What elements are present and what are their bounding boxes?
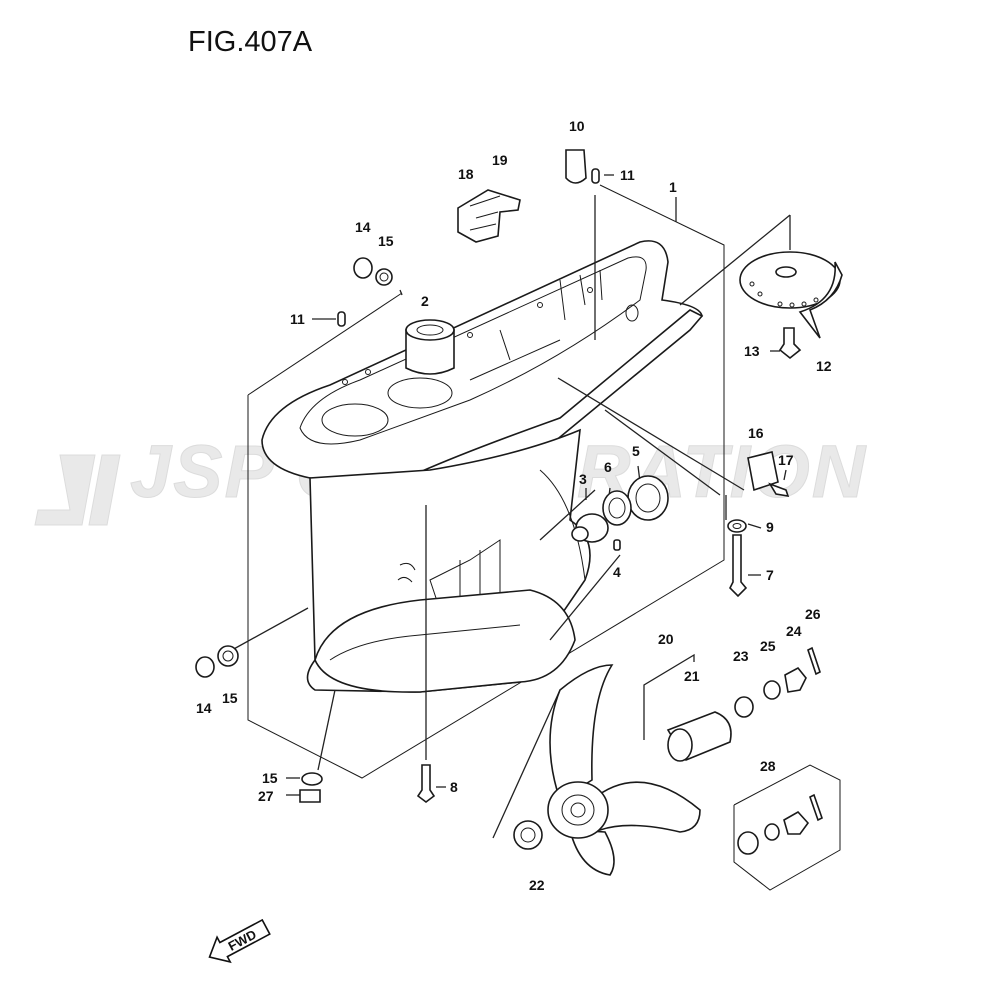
hardware-parts: [195, 149, 843, 891]
part-20-propeller: [547, 664, 701, 876]
callout-17: 17: [778, 452, 794, 468]
callout-19: 19: [492, 152, 508, 168]
part-22-washer: [513, 820, 543, 850]
part-15-gasket-top: [375, 268, 393, 286]
part-10-cap: [565, 149, 587, 184]
gear-case-housing: [261, 240, 704, 693]
callout-21: 21: [684, 668, 700, 684]
callout-5: 5: [632, 443, 640, 459]
callout-27: 27: [258, 788, 274, 804]
part-5-oil-seal: [627, 475, 669, 521]
part-23-spacer: [734, 696, 754, 718]
callout-10: 10: [569, 118, 585, 134]
callout-12: 12: [816, 358, 832, 374]
callout-15-lower: 15: [262, 770, 278, 786]
callout-6: 6: [604, 459, 612, 475]
part-25-washer: [763, 680, 781, 700]
jsp-logo-mark: [34, 454, 121, 526]
part-16-anode: [747, 451, 779, 492]
callout-9: 9: [766, 519, 774, 535]
part-28-kit: [733, 764, 841, 891]
part-6-bearing-ring: [602, 490, 632, 526]
part-15-gasket-lower: [301, 772, 323, 786]
part-4-pin: [613, 539, 621, 551]
fwd-direction-arrow: FWD: [208, 918, 271, 964]
callout-18: 18: [458, 166, 474, 182]
part-7-bolt: [729, 534, 748, 598]
callout-20: 20: [658, 631, 674, 647]
figure-title: FIG.407A: [188, 26, 313, 58]
callout-11-top: 11: [620, 167, 635, 183]
callout-16: 16: [748, 425, 764, 441]
part-9-washer: [727, 519, 747, 533]
callout-15-top: 15: [378, 233, 394, 249]
callout-24: 24: [786, 623, 802, 639]
callout-8: 8: [450, 779, 458, 795]
callout-11-left: 11: [290, 311, 305, 327]
callout-26: 26: [805, 606, 821, 622]
callout-25: 25: [760, 638, 776, 654]
part-8-bolt: [416, 764, 436, 803]
callout-15-left: 15: [222, 690, 238, 706]
part-24-nut: [784, 666, 807, 693]
part-14-plug-top: [353, 257, 373, 279]
fwd-label: FWD: [226, 927, 259, 954]
callout-3: 3: [579, 471, 587, 487]
callout-14-top: 14: [355, 219, 371, 235]
part-11-pin-left: [337, 311, 346, 327]
callout-14-bottom: 14: [196, 700, 212, 716]
part-12-trim-tab: [739, 251, 843, 339]
part-13-bolt: [778, 327, 802, 360]
callout-13: 13: [744, 343, 760, 359]
part-17-screw: [768, 482, 790, 498]
part-15-gasket-bottom: [217, 645, 239, 667]
leader-lines: [231, 174, 791, 839]
callout-7: 7: [766, 567, 774, 583]
part-18-19-bracket: [457, 189, 521, 243]
callout-23: 23: [733, 648, 749, 664]
callout-labels: 1 2 3 4 5 6 7 8 9 10 11 11 12 13 14 14 1…: [196, 118, 832, 893]
callout-1: 1: [669, 179, 677, 195]
part-26-cotter-pin: [807, 646, 821, 676]
callout-4: 4: [613, 564, 621, 580]
driveshaft-bushing: [405, 329, 455, 375]
part-27-plug: [299, 789, 321, 803]
part-14-plug-bottom: [195, 656, 215, 678]
callout-22: 22: [529, 877, 545, 893]
callout-28: 28: [760, 758, 776, 774]
callout-2: 2: [421, 293, 429, 309]
part-11-pin-top: [591, 168, 600, 184]
